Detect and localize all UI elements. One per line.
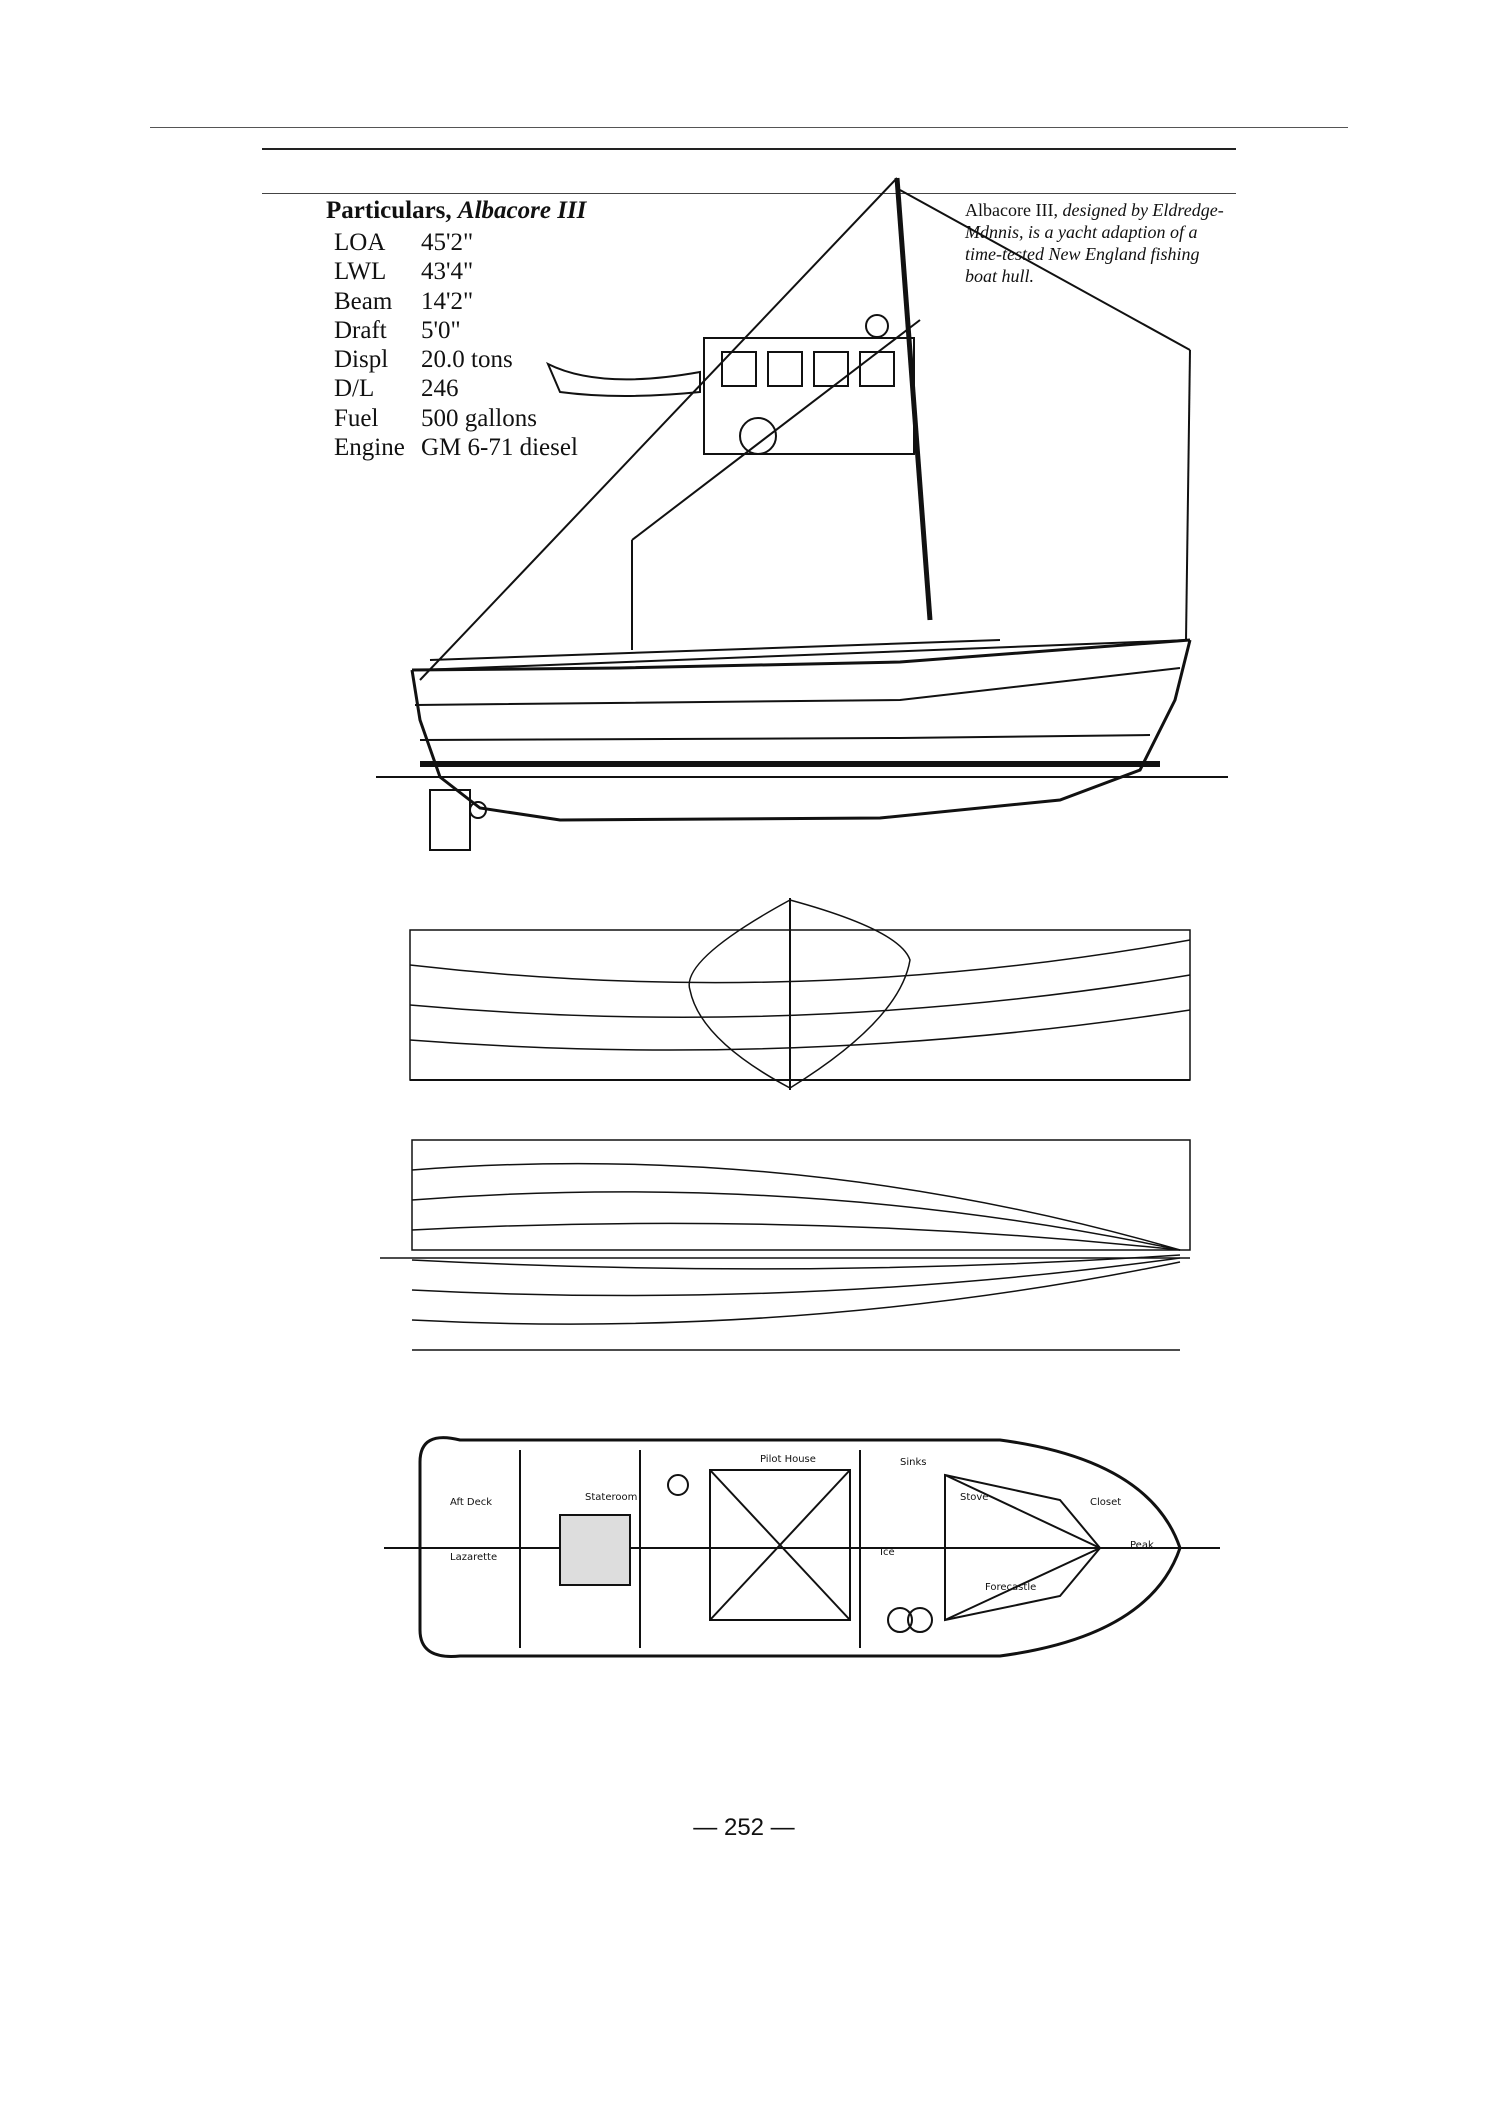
spec-row: LOA 45'2": [334, 228, 578, 257]
spec-value: 246: [421, 375, 459, 403]
drawing-caption: Albacore III, designed by Eldredge-Mdnni…: [965, 199, 1225, 287]
spec-value: 14'2": [421, 287, 474, 315]
header-rule-thin: [262, 193, 1236, 194]
spec-value: GM 6-71 diesel: [421, 434, 578, 462]
plan-label: Forecastle: [985, 1582, 1036, 1593]
plan-label: Lazarette: [450, 1552, 497, 1563]
plan-label: Pilot House: [760, 1454, 816, 1465]
spec-label: Fuel: [334, 404, 379, 432]
plan-label: Peak: [1130, 1540, 1154, 1551]
page-number: — 252 —: [693, 1814, 795, 1841]
spec-value: 45'2": [421, 229, 474, 256]
spec-label: LWL: [334, 258, 387, 286]
lines-drawing: [380, 898, 1191, 1351]
spec-row: Fuel 500 gallons: [334, 404, 578, 433]
spec-label: Draft: [334, 316, 387, 344]
spec-label: Displ: [334, 346, 389, 374]
spec-value: 5'0": [421, 316, 461, 344]
plan-label: Closet: [1090, 1497, 1121, 1508]
header-rule-heavy: [262, 148, 1236, 150]
spec-row: Engine GM 6-71 diesel: [334, 433, 578, 462]
plan-label: Stateroom: [585, 1492, 637, 1503]
spec-value: 43'4": [421, 258, 474, 286]
spec-value: 500 gallons: [421, 404, 537, 432]
particulars-heading: Particulars,: [326, 197, 452, 224]
spec-label: Engine: [334, 434, 405, 462]
specs-table: LOA 45'2" LWL 43'4" Beam 14'2" Draft 5'0" Displ 2…: [334, 228, 578, 462]
spec-label: D/L: [334, 375, 375, 403]
particulars-title: Particulars, Albacore III: [326, 196, 656, 226]
spec-label: LOA: [334, 229, 386, 256]
profile-drawing: [376, 177, 1228, 851]
spec-row: LWL 43'4": [334, 257, 578, 286]
plan-label: Aft Deck: [450, 1497, 492, 1508]
spec-label: Beam: [334, 287, 393, 315]
plan-label: Sinks: [900, 1457, 926, 1468]
caption-text: designed by Eldredge-Mdnnis, is a yacht …: [965, 200, 1224, 286]
plan-label: Ice: [880, 1547, 895, 1558]
plan-label: Stove: [960, 1492, 988, 1503]
particulars-block: Particulars, Albacore III LOA 45'2" LWL 43'…: [326, 196, 656, 462]
spec-row: Displ 20.0 tons: [334, 345, 578, 374]
caption-boat-name: Albacore III,: [965, 200, 1058, 220]
header-rule-top: [150, 127, 1348, 128]
boat-name: Albacore III: [457, 197, 587, 224]
spec-value: 20.0 tons: [421, 346, 513, 374]
spec-row: Draft 5'0": [334, 316, 578, 345]
accommodation-plan: [384, 1436, 1220, 1658]
spec-row: Beam 14'2": [334, 287, 578, 316]
spec-row: D/L 246: [334, 374, 578, 403]
